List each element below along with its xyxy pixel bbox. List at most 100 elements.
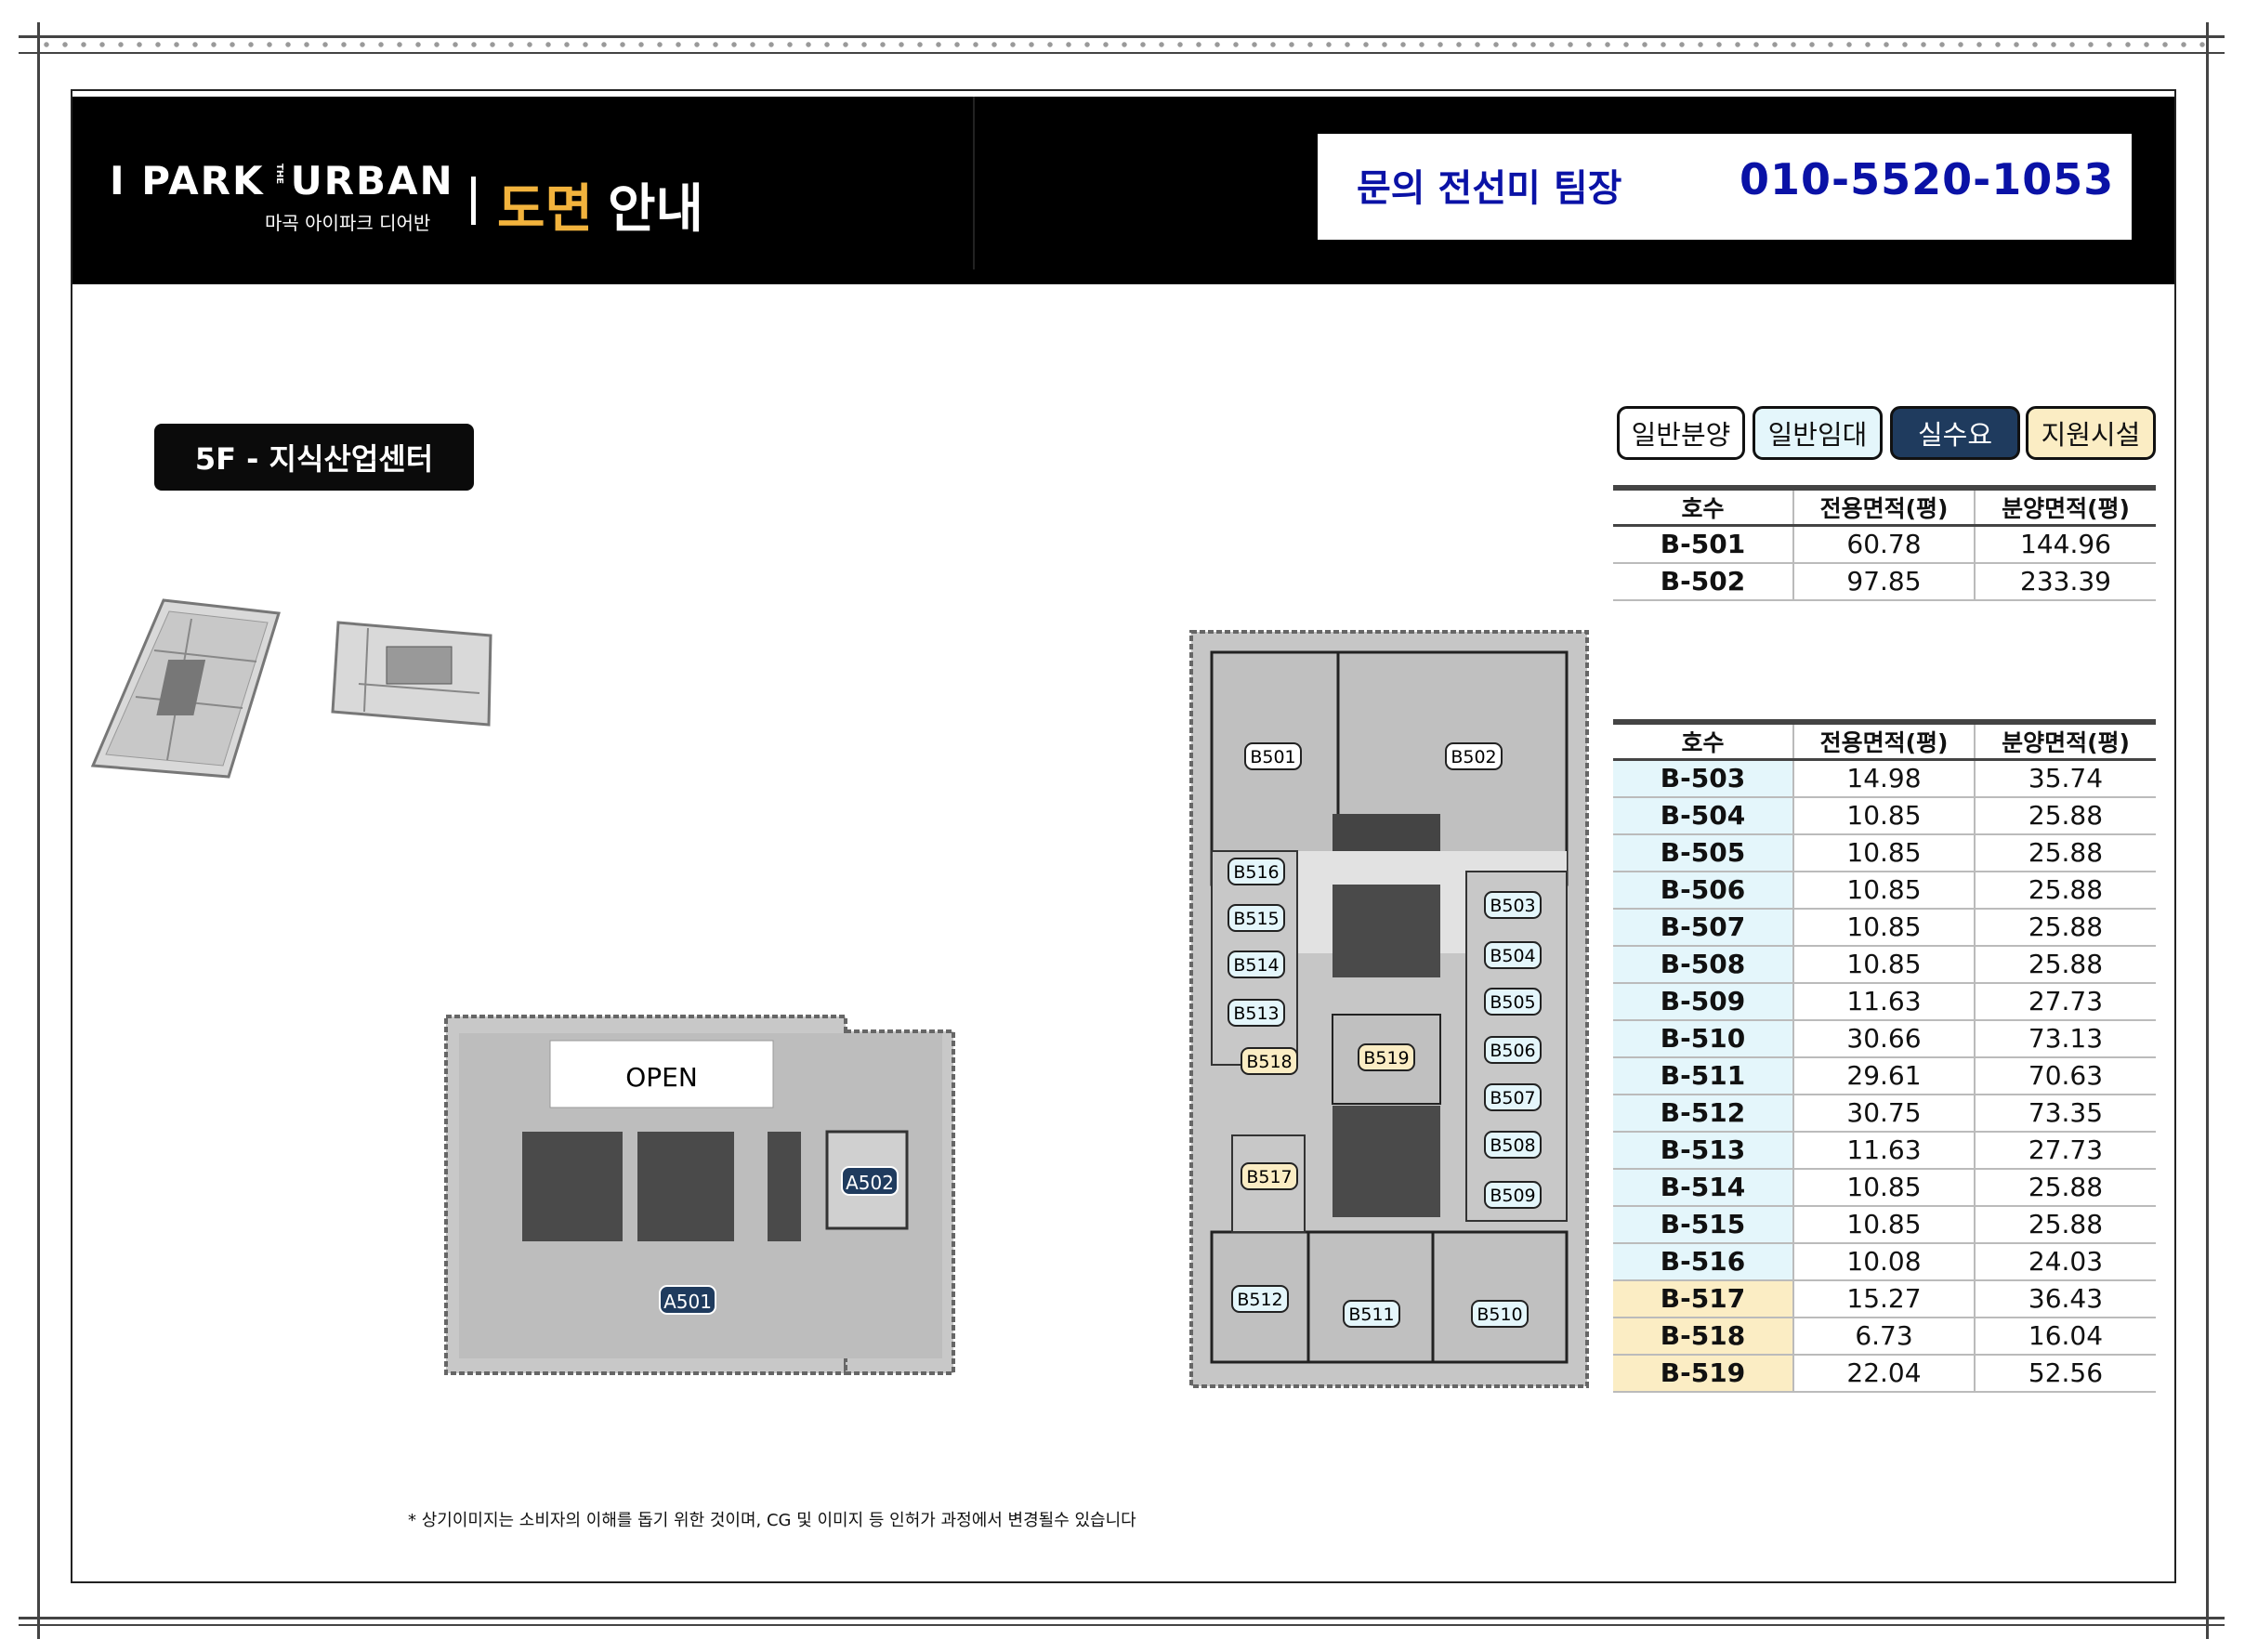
sale-area-cell: 25.88 [1974, 1205, 2156, 1244]
unit-b503-label: B503 [1490, 896, 1535, 916]
col-sale: 분양면적(평) [1974, 719, 2156, 761]
contact-label: 문의 전선미 팀장 [1357, 167, 1622, 210]
unit-b519-label: B519 [1363, 1048, 1409, 1069]
unit-b517-label: B517 [1246, 1167, 1292, 1187]
unit-b505-badge [1484, 988, 1542, 1016]
exclusive-area-cell: 10.85 [1792, 1168, 1975, 1207]
sale-area-cell: 233.39 [1974, 562, 2156, 601]
unit-b510-badge [1471, 1300, 1529, 1328]
unit-b510-label: B510 [1477, 1305, 1522, 1325]
unit-b517-badge [1241, 1162, 1298, 1190]
sale-area-cell: 70.63 [1974, 1056, 2156, 1095]
legend-general-sale: 일반분양 [1617, 406, 1745, 460]
page-title-highlight: 도면 [497, 179, 594, 240]
sale-area-cell: 25.88 [1974, 833, 2156, 872]
unit-b506-badge [1484, 1036, 1542, 1064]
unit-number-cell: B-504 [1613, 796, 1793, 835]
sale-area-cell: 25.88 [1974, 1168, 2156, 1207]
sale-area-cell: 73.35 [1974, 1094, 2156, 1133]
exclusive-area-cell: 10.85 [1792, 833, 1975, 872]
unit-b515-label: B515 [1233, 909, 1279, 929]
sale-area-cell: 144.96 [1974, 525, 2156, 564]
brand-logo-the: THE [274, 164, 284, 185]
legend-general-lease: 일반임대 [1753, 406, 1883, 460]
unit-number-cell: B-513 [1613, 1131, 1793, 1170]
unit-b503-badge [1484, 891, 1542, 919]
unit-b508-label: B508 [1490, 1135, 1535, 1156]
unit-number-cell: B-506 [1613, 871, 1793, 910]
header-divider [973, 97, 975, 269]
unit-b507-label: B507 [1490, 1088, 1535, 1108]
exclusive-area-cell: 15.27 [1792, 1279, 1975, 1318]
open-area-label: OPEN [625, 1062, 698, 1093]
sale-area-cell: 25.88 [1974, 908, 2156, 947]
unit-b511-label: B511 [1348, 1305, 1394, 1325]
exclusive-area-cell: 11.63 [1792, 982, 1975, 1021]
unit-b518-label: B518 [1246, 1052, 1292, 1072]
unit-b501-badge [1244, 742, 1302, 770]
sale-area-cell: 25.88 [1974, 871, 2156, 910]
unit-b513-badge [1228, 999, 1285, 1027]
frame-top-line [19, 35, 2225, 38]
unit-b509-label: B509 [1490, 1186, 1535, 1206]
unit-b507-badge [1484, 1083, 1542, 1111]
building-b-3d-thumbnail [331, 621, 492, 727]
exclusive-area-cell: 22.04 [1792, 1354, 1975, 1393]
exclusive-area-cell: 29.61 [1792, 1056, 1975, 1095]
exclusive-area-cell: 10.85 [1792, 796, 1975, 835]
unit-b502-label: B502 [1451, 747, 1496, 767]
sale-area-cell: 73.13 [1974, 1019, 2156, 1058]
table-header-row: 호수 전용면적(평) 분양면적(평) [1613, 485, 2156, 527]
brand-subtitle: 마곡 아이파크 디어반 [265, 212, 431, 234]
unit-b515-badge [1228, 904, 1285, 932]
unit-b512-label: B512 [1237, 1290, 1282, 1310]
unit-number-cell: B-508 [1613, 945, 1793, 984]
unit-a502-label: A502 [846, 1172, 894, 1194]
header-separator [471, 177, 476, 225]
sale-area-cell: 52.56 [1974, 1354, 2156, 1393]
unit-number-cell: B-511 [1613, 1056, 1793, 1095]
unit-number-cell: B-502 [1613, 562, 1793, 601]
col-exclusive: 전용면적(평) [1792, 485, 1975, 527]
unit-a501-label: A501 [663, 1291, 712, 1313]
unit-number-cell: B-509 [1613, 982, 1793, 1021]
exclusive-area-cell: 10.85 [1792, 871, 1975, 910]
unit-number-cell: B-501 [1613, 525, 1793, 564]
unit-b502-badge [1445, 742, 1503, 770]
unit-b514-label: B514 [1233, 955, 1279, 976]
contact-box [1318, 134, 2132, 240]
exclusive-area-cell: 30.66 [1792, 1019, 1975, 1058]
unit-number-cell: B-514 [1613, 1168, 1793, 1207]
sale-area-cell: 35.74 [1974, 759, 2156, 798]
sale-area-cell: 24.03 [1974, 1242, 2156, 1281]
contact-phone[interactable]: 010-5520-1053 [1740, 154, 2115, 204]
sale-area-cell: 25.88 [1974, 796, 2156, 835]
unit-b516-badge [1228, 858, 1285, 885]
floor-badge: 5F - 지식산업센터 [154, 424, 474, 491]
floor-plan-a: OPEN A502 A501 [444, 1015, 955, 1375]
col-sale: 분양면적(평) [1974, 485, 2156, 527]
unit-b519-badge [1358, 1043, 1415, 1071]
building-a-3d-thumbnail [90, 598, 281, 779]
unit-b509-badge [1484, 1181, 1542, 1209]
unit-b501-label: B501 [1250, 747, 1295, 767]
unit-number-cell: B-510 [1613, 1019, 1793, 1058]
